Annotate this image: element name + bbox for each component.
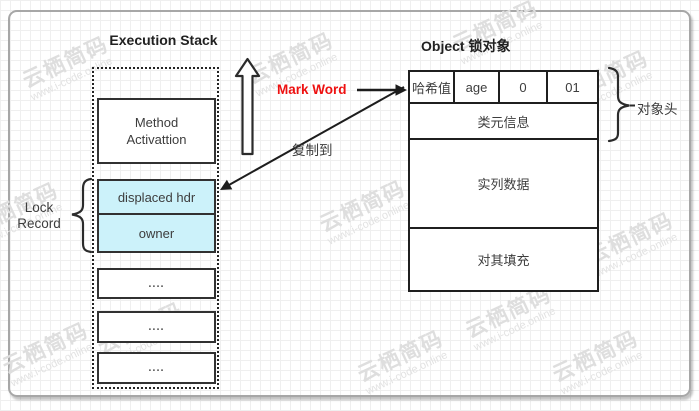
diagram-rounded-border — [8, 10, 691, 397]
object-structure-table: 哈希值 age 0 01 类元信息 实列数据 对其填充 — [408, 70, 599, 292]
instance-data-row: 实列数据 — [410, 140, 597, 229]
mark-word-label: Mark Word — [277, 82, 347, 97]
mark-word-cell-lock-bits: 01 — [565, 79, 580, 95]
copy-to-label: 复制到 — [292, 143, 333, 158]
mark-word-cell-hash: 哈希值 — [410, 72, 455, 102]
execution-stack-container — [92, 67, 219, 389]
object-header-label: 对象头 — [637, 102, 678, 117]
stack-frame-placeholder: .... — [97, 352, 216, 384]
watermark-brand: 云栖简码 — [354, 326, 448, 387]
lock-record-label-line1: Lock — [24, 200, 54, 215]
method-frame-line1: Method — [134, 115, 179, 130]
watermark-site: www.i-code.online — [364, 349, 450, 398]
object-title: Object 锁对象 — [421, 38, 511, 54]
class-info-row: 类元信息 — [410, 104, 597, 140]
mark-word-cell-age: age — [455, 72, 500, 102]
execution-stack-title: Execution Stack — [109, 32, 218, 48]
watermark-brand: 云栖简码 — [549, 326, 643, 387]
watermark-site: www.i-code.online — [594, 231, 680, 280]
mark-word-row: 哈希值 age 0 01 — [410, 72, 597, 104]
lock-record-label: Lock Record — [8, 200, 70, 232]
watermark-site: www.i-code.online — [559, 349, 645, 398]
stack-frame-placeholder: .... — [97, 268, 216, 299]
watermark-site: www.i-code.online — [472, 305, 558, 354]
lock-record-displaced-hdr: displaced hdr — [99, 181, 214, 215]
mark-word-cell-biased-bit: 0 — [500, 72, 548, 102]
watermark-brand: 云栖简码 — [584, 208, 678, 269]
lock-record-group: displaced hdr owner — [97, 179, 216, 253]
stack-frame-placeholder: .... — [97, 311, 216, 343]
object-padding-row: 对其填充 — [477, 253, 530, 268]
method-frame-line2: Activattion — [126, 132, 187, 147]
lock-record-label-line2: Record — [17, 216, 61, 231]
watermark-brand: 云栖简码 — [244, 28, 338, 89]
stack-frame-method-activation: Method Activattion — [97, 98, 216, 164]
lock-record-owner: owner — [99, 215, 214, 251]
